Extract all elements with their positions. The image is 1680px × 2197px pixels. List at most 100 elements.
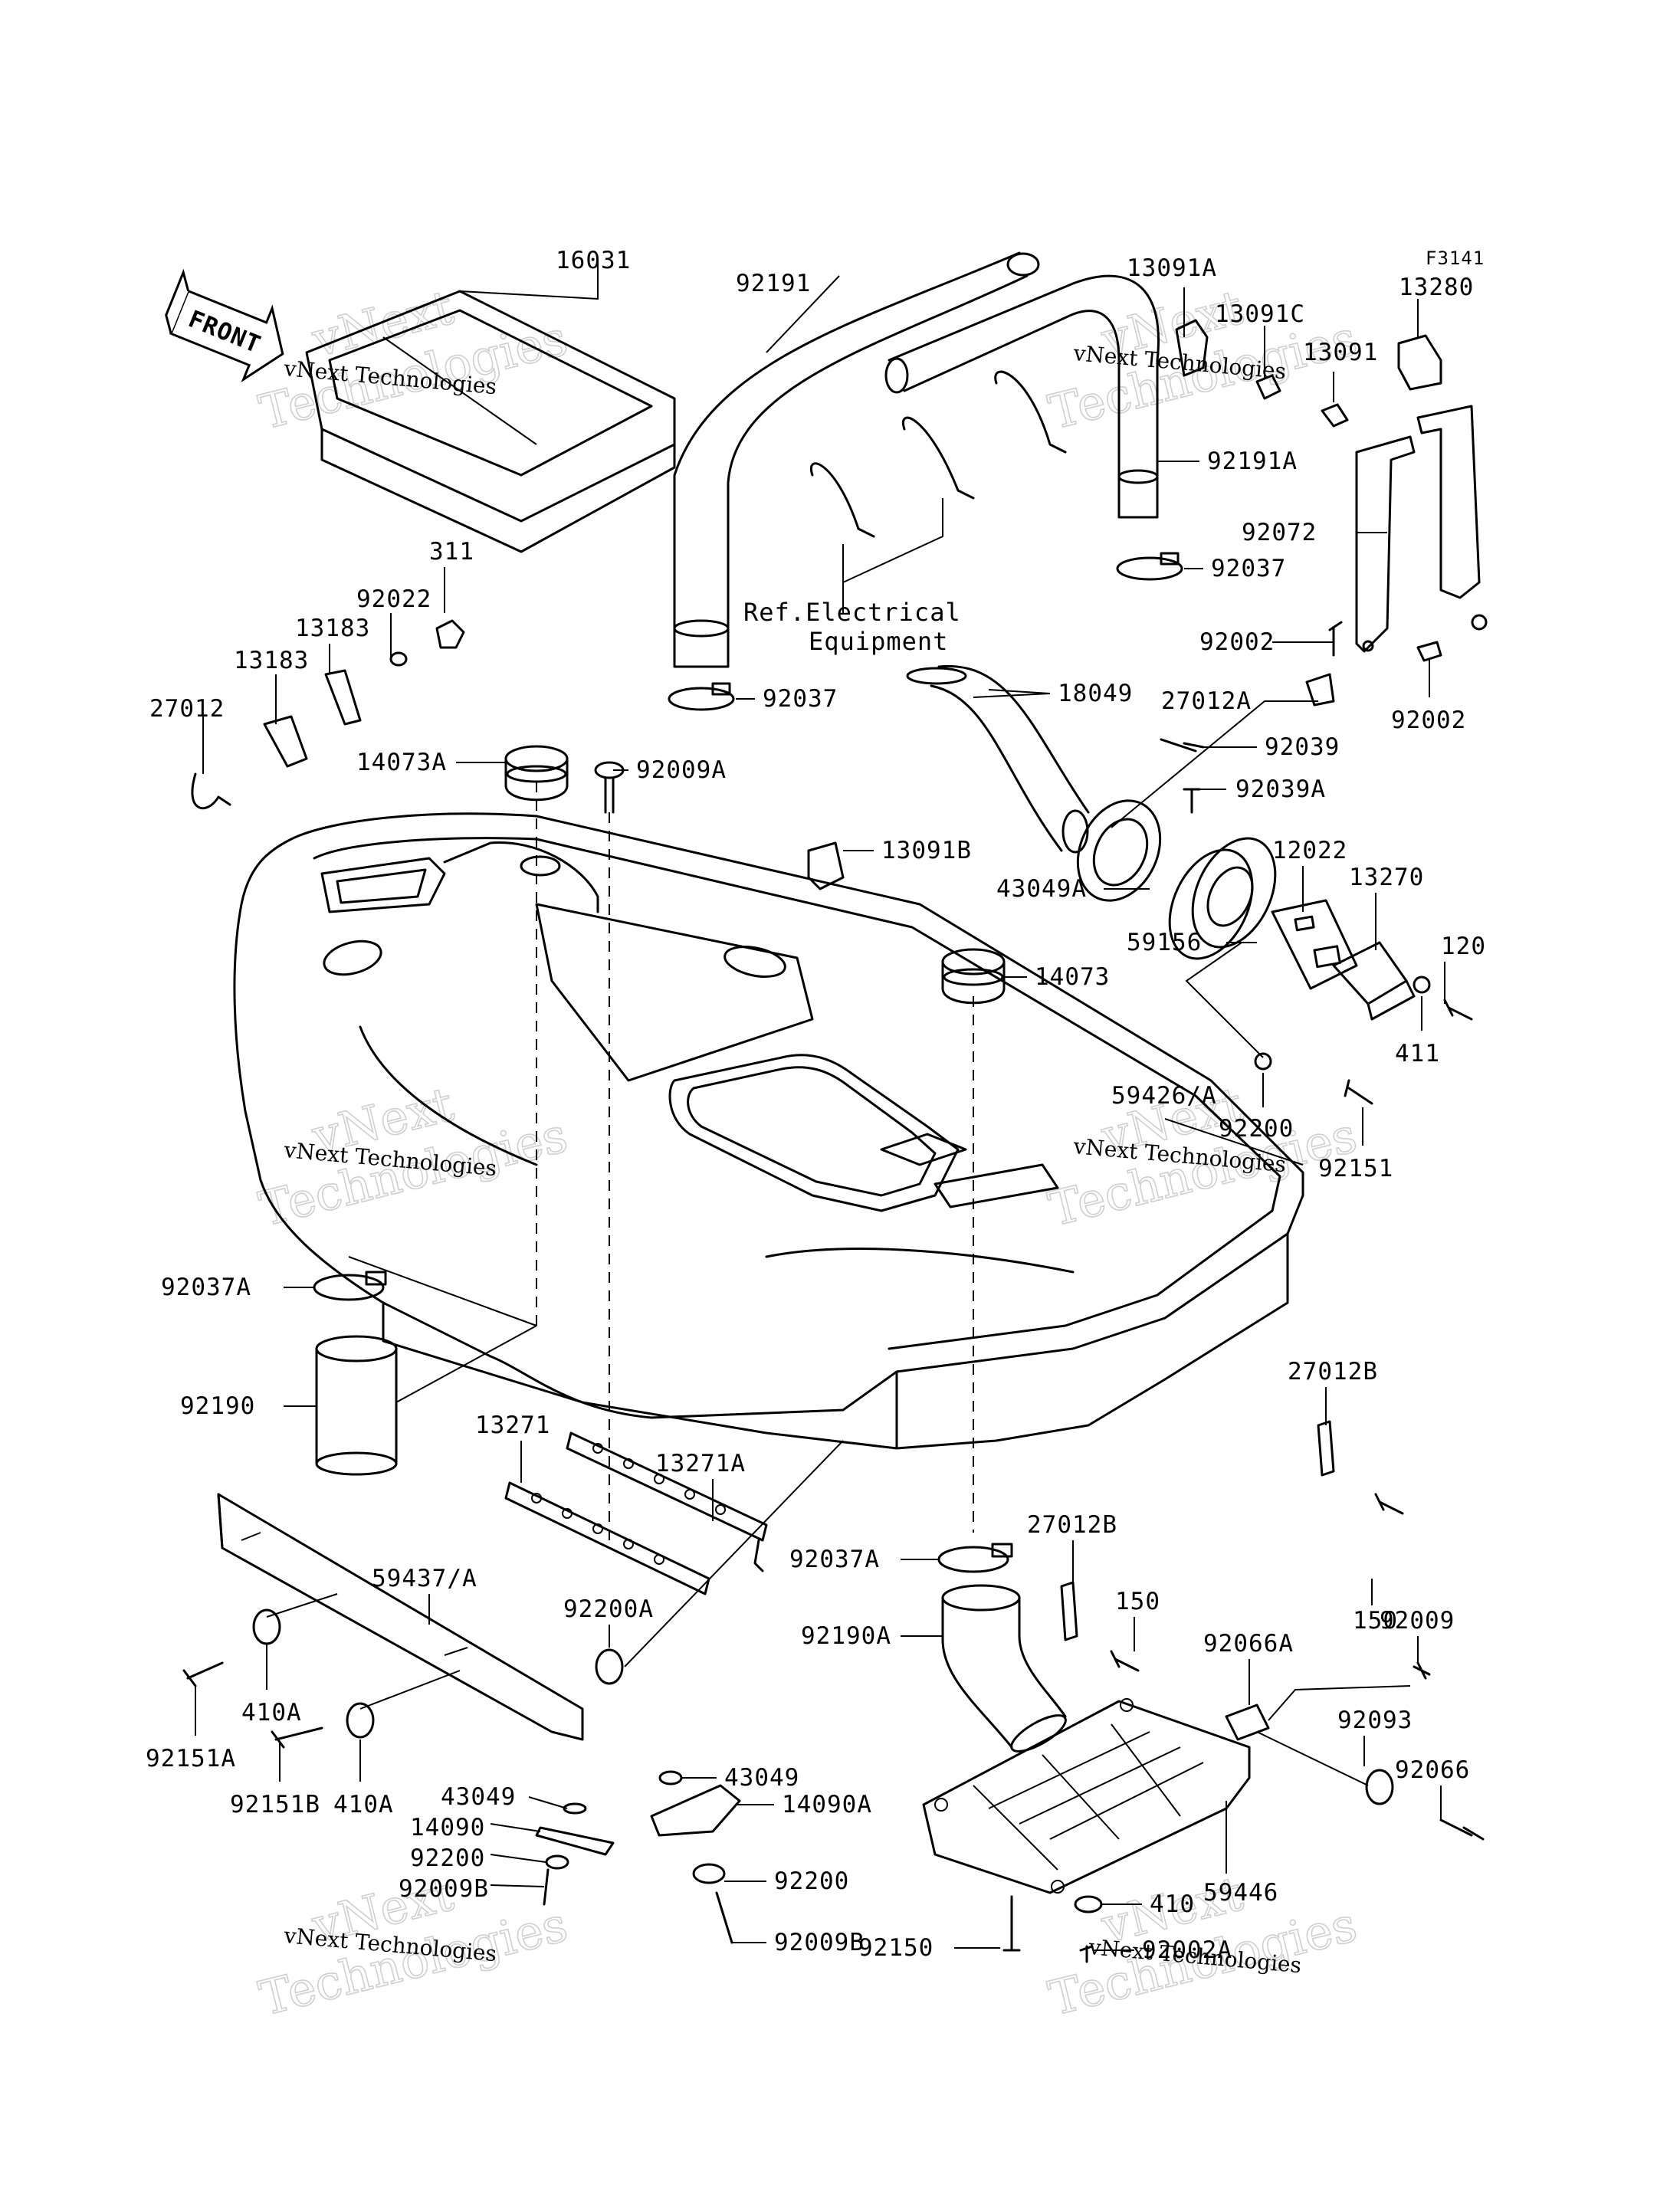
part-label: 92151 [1318, 1155, 1393, 1182]
part-label: 150 [1353, 1607, 1398, 1635]
figure-code: F3141 [1426, 248, 1485, 269]
hardware-bottom-drawing [1002, 1895, 1103, 1963]
rail-59437a-drawing [217, 1493, 584, 1741]
part-labels: 16031 92191 13091A 13091C 13091 13280 92… [146, 247, 1486, 1964]
small-hardware-right-drawing [1254, 976, 1473, 1105]
ref-note-line1: Ref.Electrical [743, 598, 961, 627]
ref-electrical-ties-drawing [810, 370, 1067, 613]
part-92191-tube-drawing [673, 251, 1040, 668]
part-label: 27012B [1027, 1511, 1117, 1539]
part-label: 92150 [858, 1934, 934, 1962]
small-hardware-left-drawing [191, 619, 465, 810]
tube-leader [348, 1256, 537, 1403]
part-label: 12022 [1272, 837, 1347, 864]
part-label: 59437/A [372, 1565, 477, 1592]
part-label: 14073 [1035, 963, 1110, 991]
part-label: 92190A [801, 1622, 891, 1650]
part-label: 27012 [149, 695, 225, 723]
part-label: 92200A [563, 1595, 654, 1623]
part-label: 410A [333, 1791, 394, 1818]
part-label: 14090A [782, 1791, 872, 1818]
part-label: 92072 [1242, 519, 1317, 546]
hose-18049-drawing [906, 664, 1090, 854]
part-label: 59446 [1203, 1879, 1278, 1907]
part-label: 150 [1115, 1588, 1160, 1615]
leader-lines [195, 261, 1445, 1951]
part-label: 92037A [161, 1274, 251, 1301]
part-label: 13183 [295, 615, 370, 642]
clip-27012b-lower-drawing [1060, 1581, 1140, 1672]
part-label: 92009B [399, 1875, 489, 1903]
clip-27012a-drawing [1160, 673, 1335, 814]
clamp-92037-left-drawing [668, 682, 735, 711]
part-label: 92022 [356, 585, 431, 613]
bracket-92072-drawing [1355, 405, 1488, 653]
part-label: 92037 [763, 685, 838, 713]
part-label: 92093 [1337, 1707, 1413, 1734]
part-label: 27012A [1161, 687, 1252, 715]
part-label: 13271A [655, 1450, 746, 1477]
strip-13271-drawing [504, 1481, 710, 1595]
part-label: 43049 [441, 1783, 516, 1811]
part-label: 120 [1441, 933, 1486, 960]
watermark-group: vNext Technologies vNext Technologies vN… [254, 278, 1363, 2027]
part-label: 13091B [881, 837, 972, 864]
part-92191a-pipe-drawing [884, 274, 1160, 519]
part-label: 13091 [1303, 339, 1378, 366]
washer-92200a-leader [624, 1440, 844, 1667]
clamp-92037a-upper-drawing [313, 1271, 387, 1301]
part-label: 14090 [410, 1814, 485, 1841]
washers-bolts-left-drawing [182, 1608, 375, 1749]
part-label: 13271 [475, 1412, 550, 1439]
small-clips-drawing [1175, 319, 1442, 428]
block-13270-drawing [1332, 941, 1416, 1021]
part-label: 92037 [1211, 555, 1286, 582]
part-label: 92002 [1199, 628, 1275, 656]
part-label: 92002A [1142, 1936, 1232, 1964]
plate-59446-drawing [922, 1698, 1251, 1894]
part-label: 13280 [1399, 274, 1474, 301]
clamp-92037-top-drawing [1116, 552, 1183, 581]
flange-59156-drawing [1168, 837, 1277, 960]
part-label: 92191 [736, 270, 811, 297]
plate-12022-drawing [1271, 899, 1358, 990]
part-label: 92037A [789, 1546, 880, 1573]
part-label: 92151A [146, 1745, 236, 1772]
tube-92190-drawing [315, 1335, 398, 1476]
part-label: 59426/A [1111, 1082, 1217, 1110]
part-label: 92002 [1391, 707, 1466, 734]
part-label: 92190 [180, 1392, 255, 1420]
washer-92200a-drawing [595, 1648, 624, 1685]
part-label: 18049 [1058, 680, 1133, 707]
part-label: 410A [241, 1699, 302, 1726]
part-label: 13091C [1215, 300, 1305, 328]
part-label: 43049 [724, 1764, 799, 1792]
clip-27012b-upper-drawing [1317, 1420, 1404, 1515]
part-label: 13091A [1127, 254, 1217, 282]
part-label: 92200 [774, 1867, 849, 1895]
rail-leader [266, 1593, 461, 1710]
part-label: 13183 [234, 647, 309, 674]
part-label: 92009B [774, 1929, 865, 1956]
front-arrow-icon: FRONT [165, 268, 284, 382]
part-label: 59156 [1127, 929, 1202, 956]
part-label: 43049A [996, 875, 1087, 903]
part-label: 92039 [1265, 733, 1340, 761]
part-label: 92151B [230, 1791, 320, 1818]
part-label: 92009A [636, 756, 727, 784]
part-label: 16031 [556, 247, 631, 274]
bolt-92002-drawing [1328, 621, 1442, 662]
part-label: 92191A [1207, 448, 1298, 475]
part-label: 410 [1150, 1890, 1195, 1918]
part-label: 92009 [1380, 1607, 1455, 1635]
part-label: 92066A [1203, 1630, 1294, 1658]
part-label: 13270 [1349, 864, 1424, 891]
part-label: 14073A [356, 749, 447, 776]
part-label: 311 [429, 538, 474, 566]
hose-92190a-drawing [941, 1584, 1067, 1753]
strip-13271a-drawing [566, 1431, 768, 1572]
hull-drawing [233, 812, 1304, 1450]
part-label: 92200 [410, 1844, 485, 1872]
clamp-92037a-lower-drawing [937, 1543, 1013, 1573]
